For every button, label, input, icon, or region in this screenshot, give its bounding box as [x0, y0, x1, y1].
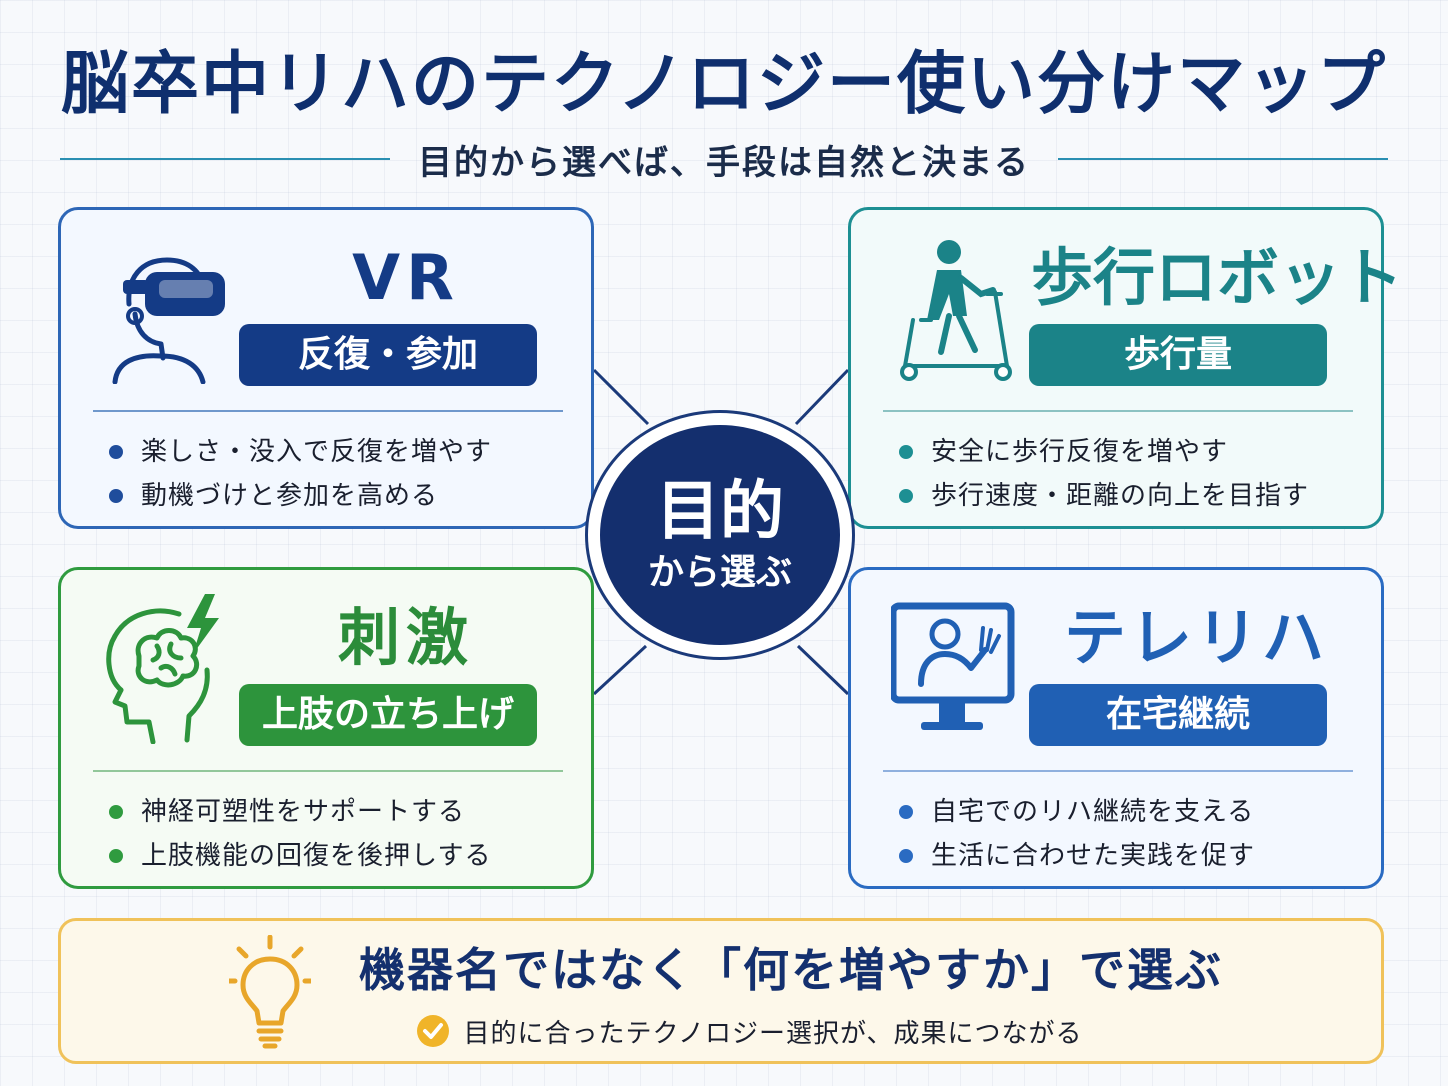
subtitle: 目的から選べば、手段は自然と決まる: [418, 142, 1030, 183]
list-item: 安全に歩行反復を増やす: [899, 430, 1309, 474]
card-telerehab: テレリハ 在宅継続 自宅でのリハ継続を支える 生活に合わせた実践を促す: [848, 567, 1384, 889]
tele-bullet-list: 自宅でのリハ継続を支える 生活に合わせた実践を促す: [899, 790, 1255, 878]
stim-divider: [93, 770, 563, 772]
banner-main-text: 機器名ではなく「何を増やすか」で選ぶ: [359, 943, 1223, 997]
vr-headset-person-icon: [112, 257, 225, 384]
walking-robot-icon: [900, 240, 1012, 381]
subtitle-line-left: [60, 158, 390, 160]
list-item: 生活に合わせた実践を促す: [899, 834, 1255, 878]
tele-heading: テレリハ: [1063, 601, 1328, 674]
banner-note-text: 目的に合ったテクノロジー選択が、成果につながる: [463, 1018, 1083, 1049]
bullet-dot: [899, 445, 913, 459]
card-walking-robot: 歩行ロボット 歩行量 安全に歩行反復を増やす 歩行速度・距離の向上を目指す: [848, 207, 1404, 529]
tele-tag: 在宅継続: [1029, 684, 1327, 746]
vr-heading: VR: [352, 241, 460, 314]
hub-main-text: 目的: [656, 475, 784, 549]
vr-bullet-list: 楽しさ・没入で反復を増やす 動機づけと参加を高める: [109, 430, 492, 518]
bullet-dot: [899, 849, 913, 863]
banner-note: 目的に合ったテクノロジー選択が、成果につながる: [359, 1011, 1139, 1051]
bullet-dot: [899, 805, 913, 819]
bullet-dot: [109, 489, 123, 503]
robot-divider: [883, 410, 1353, 412]
hub-sub-text: から選ぶ: [647, 552, 792, 593]
purpose-hub-inner: 目的 から選ぶ: [600, 425, 840, 645]
card-vr: VR 反復・参加 楽しさ・没入で反復を増やす 動機づけと参加を高める: [58, 207, 594, 529]
telehealth-monitor-icon: [891, 602, 1015, 730]
bullet-dot: [899, 489, 913, 503]
bullet-dot: [109, 805, 123, 819]
bullet-dot: [109, 849, 123, 863]
stim-tag: 上肢の立ち上げ: [239, 684, 537, 746]
brain-stimulation-icon: [106, 594, 219, 744]
vr-divider: [93, 410, 563, 412]
stim-bullet-list: 神経可塑性をサポートする 上肢機能の回復を後押しする: [109, 790, 491, 878]
list-item: 楽しさ・没入で反復を増やす: [109, 430, 492, 474]
subtitle-line-right: [1058, 158, 1388, 160]
stim-heading: 刺激: [337, 601, 474, 674]
list-item: 自宅でのリハ継続を支える: [899, 790, 1255, 834]
list-item: 動機づけと参加を高める: [109, 474, 492, 518]
list-item: 上肢機能の回復を後押しする: [109, 834, 491, 878]
tele-divider: [883, 770, 1353, 772]
summary-banner: 機器名ではなく「何を増やすか」で選ぶ 目的に合ったテクノロジー選択が、成果につな…: [58, 918, 1384, 1064]
bullet-dot: [109, 445, 123, 459]
purpose-hub: 目的 から選ぶ: [585, 410, 855, 660]
lightbulb-icon: [229, 935, 311, 1049]
vr-tag: 反復・参加: [239, 324, 537, 386]
list-item: 歩行速度・距離の向上を目指す: [899, 474, 1309, 518]
check-circle-icon: [416, 1015, 449, 1047]
robot-tag: 歩行量: [1029, 324, 1327, 386]
page-title: 脳卒中リハのテクノロジー使い分けマップ: [61, 45, 1387, 124]
robot-heading: 歩行ロボット: [1031, 241, 1404, 314]
robot-bullet-list: 安全に歩行反復を増やす 歩行速度・距離の向上を目指す: [899, 430, 1309, 518]
subtitle-row: 目的から選べば、手段は自然と決まる: [60, 136, 1388, 183]
list-item: 神経可塑性をサポートする: [109, 790, 491, 834]
card-stimulation: 刺激 上肢の立ち上げ 神経可塑性をサポートする 上肢機能の回復を後押しする: [58, 567, 594, 889]
